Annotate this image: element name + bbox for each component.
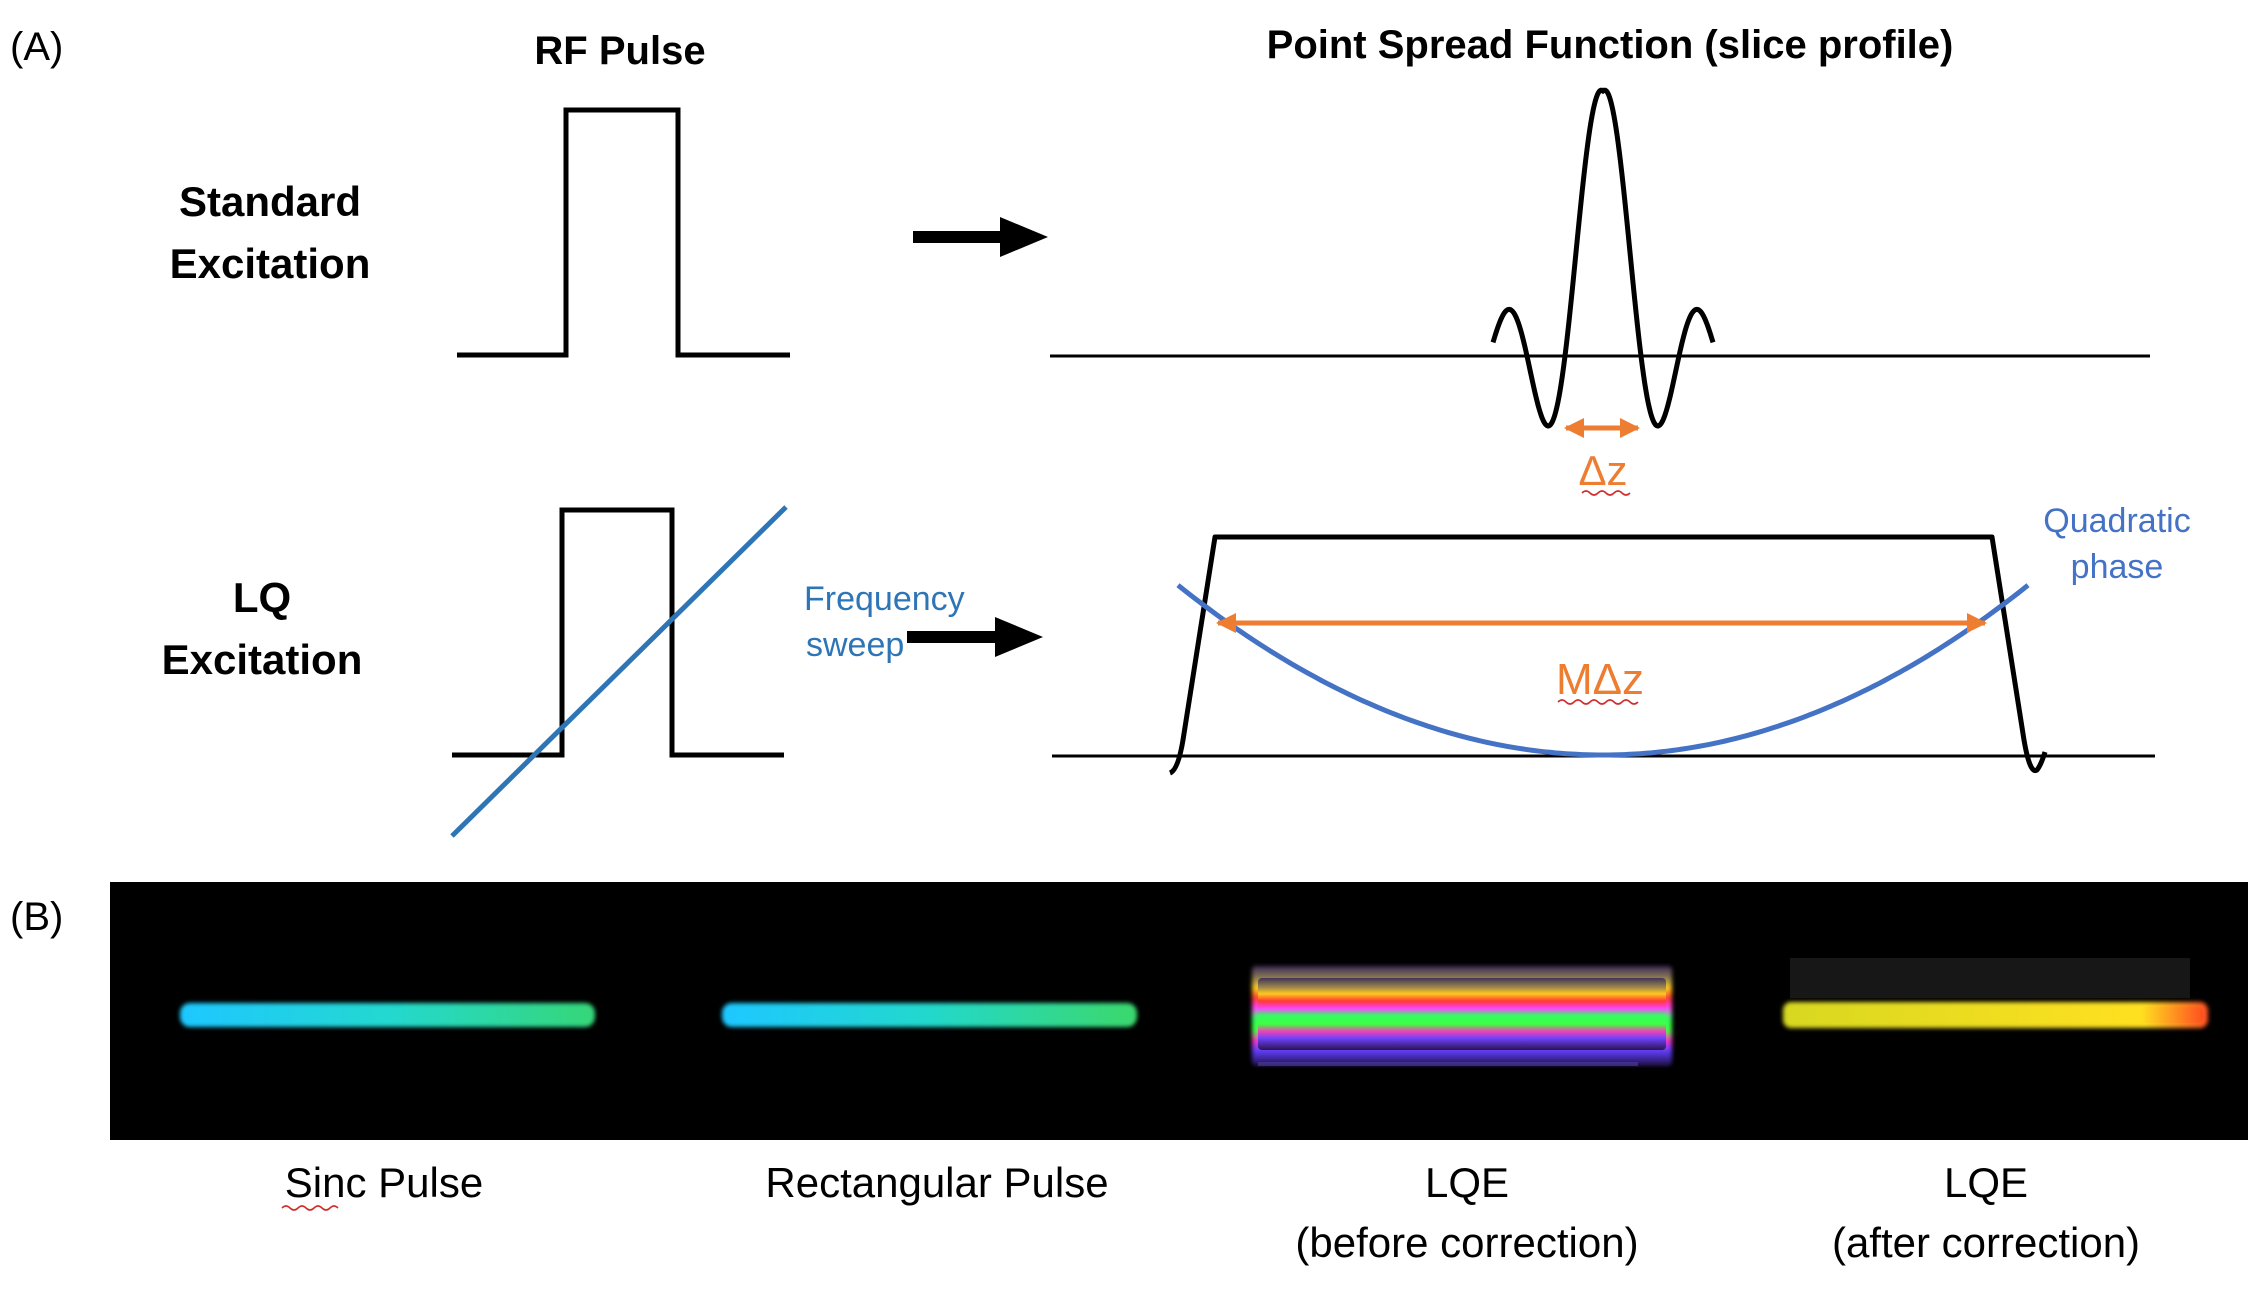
rf-pulse-title: RF Pulse [534, 29, 705, 73]
lqe-before-correction-slab [1252, 966, 1672, 1066]
quadratic-phase-curve [1176, 583, 2030, 758]
rectangular-pulse-slab [722, 1003, 1137, 1027]
frequency-sweep-label-line2: sweep [806, 626, 904, 664]
row-lq-label-line2: Excitation [162, 636, 363, 683]
caption-lqe-before-line2: (before correction) [1295, 1219, 1638, 1266]
delta-z-label: Δz [1578, 447, 1627, 494]
caption-rectangular-pulse: Rectangular Pulse [765, 1159, 1108, 1206]
row-standard-label-line2: Excitation [170, 240, 371, 287]
quadratic-phase-label-line2: phase [2071, 548, 2164, 586]
caption-lqe-before-line1: LQE [1425, 1159, 1509, 1206]
row-standard-label-line1: Standard [179, 178, 361, 225]
panel-b-label: (B) [10, 895, 63, 939]
lq-arrow [907, 617, 1043, 657]
sinc-pulse-slab [180, 1003, 595, 1027]
psf-title: Point Spread Function (slice profile) [1267, 23, 1954, 67]
spellcheck-squiggle [1557, 699, 1639, 705]
spellcheck-squiggle [281, 1205, 339, 1211]
standard-arrow [913, 217, 1048, 257]
caption-sinc-pulse: Sinc Pulse [285, 1159, 483, 1206]
caption-lqe-after-line2: (after correction) [1832, 1219, 2140, 1266]
standard-rf-pulse [457, 107, 790, 358]
panel-a-label: (A) [10, 25, 63, 69]
lqe-after-correction-slab [1783, 958, 2208, 1028]
lq-psf-profile [1168, 534, 2048, 776]
lq-rf-pulse [452, 507, 784, 758]
m-delta-z-label: MΔz [1556, 655, 1644, 704]
row-lq-label-line1: LQ [233, 574, 291, 621]
spellcheck-squiggle [1581, 490, 1631, 496]
frequency-sweep-label-line1: Frequency [804, 580, 965, 618]
caption-lqe-after-line1: LQE [1944, 1159, 2028, 1206]
frequency-sweep-line [450, 505, 788, 838]
quadratic-phase-label-line1: Quadratic [2043, 502, 2190, 540]
standard-psf-sinc [1490, 87, 1716, 429]
